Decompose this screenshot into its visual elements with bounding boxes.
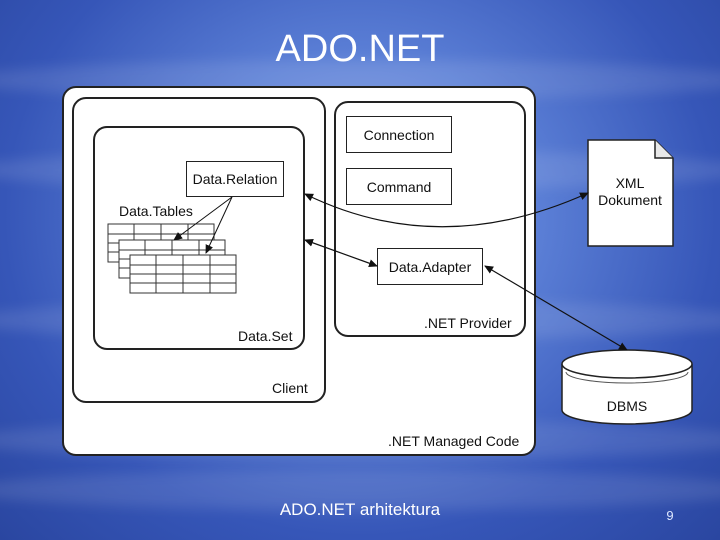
xml-label-line2: Dokument	[598, 192, 662, 208]
connection-box: Connection	[346, 116, 452, 153]
dbms-database-icon	[561, 349, 693, 425]
datarelation-box: Data.Relation	[186, 161, 284, 197]
managed-code-label: .NET Managed Code	[388, 433, 520, 449]
xml-document-icon	[587, 139, 674, 247]
dataset-dataadapter-arrow	[304, 238, 378, 268]
slide-title: ADO.NET	[275, 28, 445, 70]
page-number: 9	[666, 508, 674, 523]
datarelation-arrows	[173, 196, 233, 254]
dataadapter-dbms-arrow	[484, 265, 628, 351]
client-label: Client	[272, 380, 308, 396]
connector-arrows	[304, 192, 628, 351]
datatables-label: Data.Tables	[119, 203, 193, 219]
xml-dataset-arrow	[304, 192, 589, 228]
datatables-grid-icon	[107, 223, 237, 294]
xml-label-line1: XML	[616, 175, 645, 191]
footer-caption: ADO.NET arhitektura	[279, 500, 441, 519]
dataadapter-box: Data.Adapter	[377, 248, 483, 285]
dbms-label: DBMS	[607, 398, 647, 414]
dataset-label: Data.Set	[238, 328, 293, 344]
